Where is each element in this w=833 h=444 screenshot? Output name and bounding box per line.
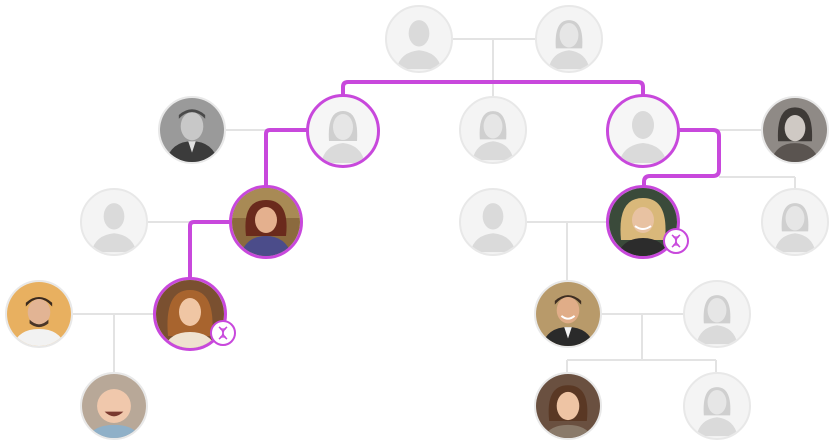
- female-silhouette-icon: [472, 111, 514, 161]
- dna-match-badge-mother[interactable]: [210, 320, 236, 346]
- grandfather-right-node[interactable]: [459, 188, 527, 256]
- female-silhouette-icon: [696, 295, 738, 345]
- bw-portrait-man-icon: [160, 98, 224, 162]
- male-silhouette-icon: [396, 20, 442, 70]
- portrait-baby-icon: [82, 374, 146, 438]
- maternal-great-grandmother-photo[interactable]: [761, 96, 829, 164]
- father-right-photo[interactable]: [534, 280, 602, 348]
- male-silhouette-icon: [91, 203, 137, 253]
- gg-grandmother-node[interactable]: [535, 5, 603, 73]
- portrait-young-woman-icon: [156, 280, 224, 348]
- gg-grandfather-node[interactable]: [385, 5, 453, 73]
- grandmother-right-sibling-node[interactable]: [761, 188, 829, 256]
- grandmother-left-photo[interactable]: [229, 185, 303, 259]
- great-grandmother-left-node[interactable]: [306, 94, 380, 168]
- male-silhouette-icon: [619, 111, 667, 163]
- bw-portrait-woman-icon: [763, 98, 827, 162]
- portrait-woman-red-hair-icon: [232, 188, 300, 256]
- female-silhouette-icon: [321, 111, 365, 163]
- grandfather-left-node[interactable]: [80, 188, 148, 256]
- paternal-great-grandfather-photo[interactable]: [158, 96, 226, 164]
- child-right-1-photo[interactable]: [534, 372, 602, 440]
- dna-icon: [218, 326, 228, 340]
- father-left-photo[interactable]: [5, 280, 73, 348]
- female-silhouette-icon: [774, 203, 816, 253]
- dna-match-badge-grandmother[interactable]: [663, 228, 689, 254]
- great-aunt-node[interactable]: [459, 96, 527, 164]
- dna-icon: [671, 234, 681, 248]
- mother-right-node[interactable]: [683, 280, 751, 348]
- portrait-man-smiling-icon: [536, 282, 600, 346]
- female-silhouette-icon: [696, 387, 738, 437]
- mother-left-photo[interactable]: [153, 277, 227, 351]
- great-grandfather-right-node[interactable]: [606, 94, 680, 168]
- child-right-2-node[interactable]: [683, 372, 751, 440]
- male-silhouette-icon: [470, 203, 516, 253]
- female-silhouette-icon: [548, 20, 590, 70]
- portrait-young-man-icon: [7, 282, 71, 346]
- portrait-girl-icon: [536, 374, 600, 438]
- child-left-photo[interactable]: [80, 372, 148, 440]
